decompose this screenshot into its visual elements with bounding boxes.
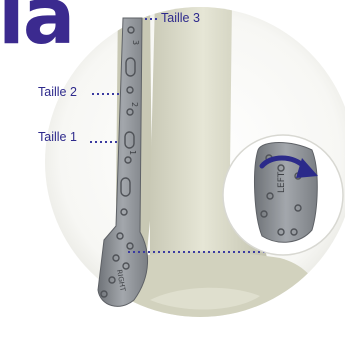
brand-letters: la [0, 0, 73, 56]
size-label-3: Taille 3 [161, 11, 200, 25]
inset-side-mark: LEFT [277, 171, 287, 193]
size-label-1: Taille 1 [38, 130, 77, 144]
size-label-2: Taille 2 [38, 85, 77, 99]
plate-size-mark-3: 3 [131, 40, 140, 45]
plate-size-mark-1: 1 [128, 150, 137, 155]
plate-size-mark-2: 2 [130, 102, 139, 107]
